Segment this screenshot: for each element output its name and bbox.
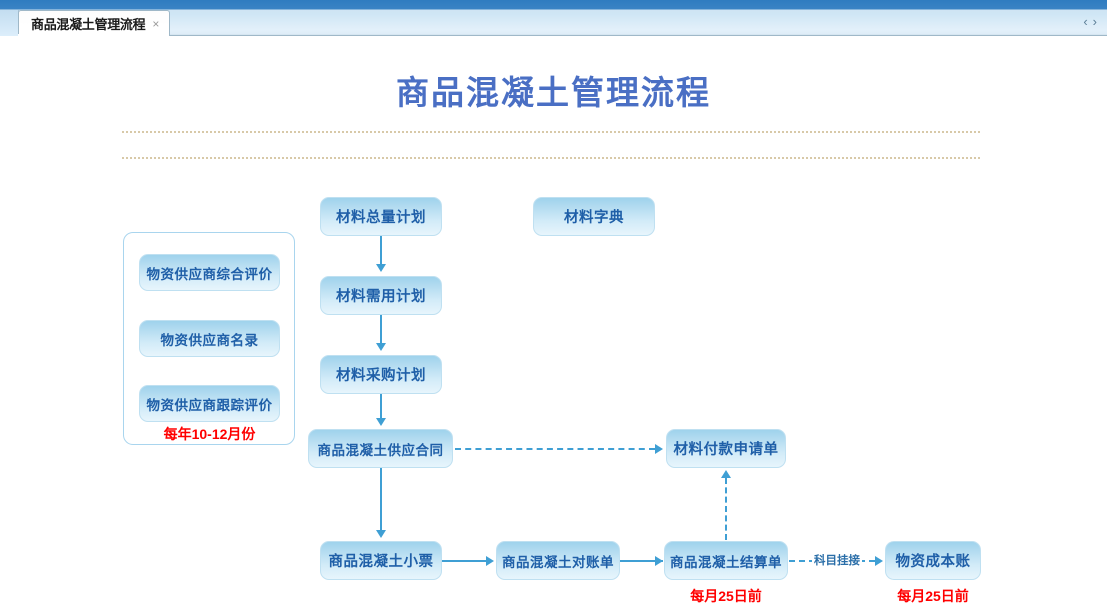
diagram-canvas: 商品混凝土管理流程 材料总量计划 材料字典 材料需用计划 材料采购计划 商品混凝… bbox=[0, 36, 1107, 604]
node-concrete-ticket[interactable]: 商品混凝土小票 bbox=[320, 541, 442, 580]
node-supplier-directory[interactable]: 物资供应商名录 bbox=[139, 320, 280, 357]
node-label: 材料字典 bbox=[564, 210, 624, 226]
browser-tab-strip bbox=[0, 0, 1107, 36]
connector-ticket-to-reconciliation bbox=[442, 560, 486, 562]
note-settlement-deadline: 每月25日前 bbox=[690, 588, 762, 604]
arrow-purchase-to-contract bbox=[376, 418, 386, 426]
tab-strip-divider bbox=[0, 35, 1107, 36]
arrow-settlement-to-payment bbox=[721, 470, 731, 478]
node-label: 物资供应商综合评价 bbox=[146, 266, 273, 282]
node-concrete-settlement[interactable]: 商品混凝土结算单 bbox=[664, 541, 788, 580]
node-label: 商品混凝土结算单 bbox=[670, 554, 782, 570]
connector-total-to-demand bbox=[380, 236, 382, 266]
chevron-right-icon[interactable]: › bbox=[1092, 14, 1097, 29]
tab-nav-controls: ‹ › bbox=[1083, 15, 1097, 28]
node-concrete-supply-contract[interactable]: 商品混凝土供应合同 bbox=[308, 429, 453, 468]
divider-line-top bbox=[122, 131, 980, 133]
page-title: 商品混凝土管理流程 bbox=[396, 76, 711, 112]
node-material-purchase-plan[interactable]: 材料采购计划 bbox=[320, 355, 442, 394]
node-label: 物资供应商跟踪评价 bbox=[146, 397, 273, 413]
node-label: 物资成本账 bbox=[895, 554, 971, 570]
connector-purchase-to-contract bbox=[380, 394, 382, 420]
node-supplier-overall-rating[interactable]: 物资供应商综合评价 bbox=[139, 254, 280, 291]
edge-label-account-link: 科目挂接 bbox=[812, 552, 862, 568]
tab-active-underlap bbox=[18, 34, 146, 37]
note-cost-ledger-deadline: 每月25日前 bbox=[897, 588, 969, 604]
connector-contract-to-ticket bbox=[380, 468, 382, 532]
node-label: 商品混凝土对账单 bbox=[502, 554, 614, 570]
connector-settlement-to-payment bbox=[725, 478, 727, 540]
node-material-total-plan[interactable]: 材料总量计划 bbox=[320, 197, 442, 236]
node-label: 材料需用计划 bbox=[336, 289, 426, 305]
arrow-settlement-to-cost-ledger bbox=[875, 556, 883, 566]
arrow-demand-to-purchase bbox=[376, 343, 386, 351]
node-label: 物资供应商名录 bbox=[160, 332, 259, 348]
tab-strip-left-stub bbox=[0, 10, 19, 36]
note-supplier-panel: 每年10-12月份 bbox=[163, 426, 256, 442]
node-material-payment-request[interactable]: 材料付款申请单 bbox=[666, 429, 786, 468]
node-material-demand-plan[interactable]: 材料需用计划 bbox=[320, 276, 442, 315]
node-material-cost-ledger[interactable]: 物资成本账 bbox=[885, 541, 981, 580]
node-label: 材料采购计划 bbox=[336, 368, 426, 384]
node-label: 材料付款申请单 bbox=[673, 442, 779, 458]
node-material-dictionary[interactable]: 材料字典 bbox=[533, 197, 655, 236]
node-label: 材料总量计划 bbox=[336, 210, 426, 226]
node-label: 商品混凝土小票 bbox=[328, 554, 434, 570]
connector-reconciliation-to-settlement bbox=[620, 560, 663, 562]
arrow-total-to-demand bbox=[376, 264, 386, 272]
chevron-left-icon[interactable]: ‹ bbox=[1083, 14, 1088, 29]
tab-active[interactable]: 商品混凝土管理流程 × bbox=[18, 10, 171, 36]
connector-contract-to-payment bbox=[455, 448, 655, 450]
connector-demand-to-purchase bbox=[380, 315, 382, 345]
tab-title: 商品混凝土管理流程 bbox=[31, 17, 146, 32]
arrow-contract-to-ticket bbox=[376, 530, 386, 538]
arrow-ticket-to-reconciliation bbox=[486, 556, 494, 566]
node-supplier-tracking-rating[interactable]: 物资供应商跟踪评价 bbox=[139, 385, 280, 422]
node-concrete-reconciliation[interactable]: 商品混凝土对账单 bbox=[496, 541, 620, 580]
node-label: 商品混凝土供应合同 bbox=[317, 442, 444, 458]
arrow-contract-to-payment bbox=[655, 444, 663, 454]
arrow-reconciliation-to-settlement bbox=[655, 556, 663, 566]
divider-line-bottom bbox=[122, 157, 980, 159]
close-icon[interactable]: × bbox=[152, 16, 160, 31]
